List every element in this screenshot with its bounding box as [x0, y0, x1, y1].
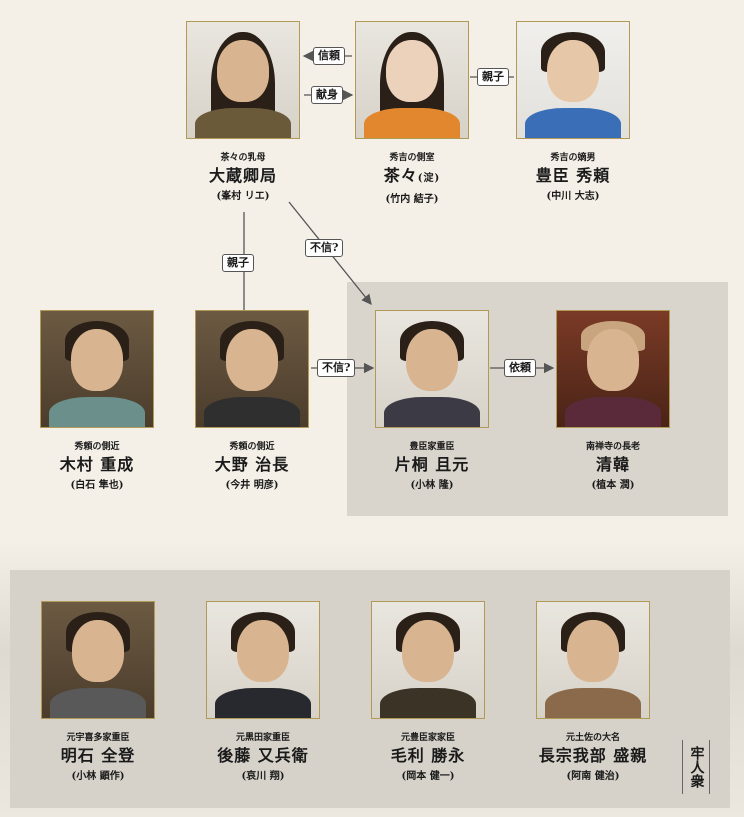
person-seikan: 南禅寺の長老 清韓 (植本 潤) — [556, 310, 670, 492]
face — [402, 620, 454, 682]
person-role: 元土佐の大名 — [565, 733, 620, 743]
relation-oyako-top-tag: 親子 — [477, 68, 509, 86]
robe — [195, 108, 291, 138]
actor-name: (峯村 リエ) — [216, 191, 270, 202]
actor-name: (竹内 結子) — [385, 194, 439, 205]
person-name: 毛利 勝永 — [390, 746, 466, 765]
face — [226, 329, 278, 391]
person-name: 木村 重成 — [59, 455, 135, 474]
actor-name: (阿南 健治) — [566, 771, 620, 782]
face — [71, 329, 123, 391]
photo-ono — [195, 310, 309, 428]
name-note: (淀) — [417, 173, 441, 184]
actor-name: (小林 隆) — [410, 480, 454, 491]
person-name: 明石 全登 — [60, 746, 136, 765]
face — [406, 329, 458, 391]
photo-mori — [371, 601, 485, 719]
relation-fushin-diag-tag: 不信? — [305, 239, 344, 257]
robe — [50, 688, 146, 718]
person-mori: 元豊臣家家臣 毛利 勝永 (岡本 健一) — [371, 601, 485, 783]
face — [237, 620, 289, 682]
robe — [525, 108, 621, 138]
photo-katagiri — [375, 310, 489, 428]
person-name: 後藤 又兵衛 — [217, 746, 309, 765]
relation-irai-tag: 依頼 — [504, 359, 536, 377]
person-name: 清韓 — [595, 455, 630, 474]
actor-name: (今井 明彦) — [225, 480, 279, 491]
face — [386, 40, 438, 102]
robe — [565, 397, 661, 427]
relation-oyako-left-tag: 親子 — [222, 254, 254, 272]
person-name: 豊臣 秀頼 — [535, 166, 611, 185]
person-role: 秀頼の側近 — [229, 442, 275, 452]
person-okura: 茶々の乳母 大蔵卿局 (峯村 リエ) — [186, 21, 300, 203]
person-role: 秀吉の嫡男 — [550, 153, 596, 163]
person-chacha: 秀吉の側室 茶々(淀) (竹内 結子) — [355, 21, 469, 206]
person-name: 大野 治長 — [214, 455, 290, 474]
robe — [215, 688, 311, 718]
relation-kenshin-tag: 献身 — [311, 86, 343, 104]
face — [567, 620, 619, 682]
robe — [364, 108, 460, 138]
face — [72, 620, 124, 682]
photo-hideyori — [516, 21, 630, 139]
robe — [49, 397, 145, 427]
person-role: 茶々の乳母 — [220, 153, 266, 163]
photo-seikan — [556, 310, 670, 428]
face — [217, 40, 269, 102]
relation-fushin-mid-tag: 不信? — [317, 359, 356, 377]
face — [587, 329, 639, 391]
robe — [204, 397, 300, 427]
person-goto: 元黒田家重臣 後藤 又兵衛 (哀川 翔) — [206, 601, 320, 783]
actor-name: (小林 顕作) — [71, 771, 125, 782]
photo-chosokabe — [536, 601, 650, 719]
person-name: 茶々(淀) — [355, 166, 469, 189]
photo-okura — [186, 21, 300, 139]
photo-goto — [206, 601, 320, 719]
person-role: 元宇喜多家重臣 — [66, 733, 130, 743]
person-akashi: 元宇喜多家重臣 明石 全登 (小林 顕作) — [41, 601, 155, 783]
person-role: 元黒田家重臣 — [235, 733, 290, 743]
relation-shinrai-tag: 信頼 — [313, 47, 345, 65]
person-hideyori: 秀吉の嫡男 豊臣 秀頼 (中川 大志) — [516, 21, 630, 203]
photo-kimura — [40, 310, 154, 428]
ronin-group-label: 牢人衆 — [682, 740, 710, 794]
person-role: 南禅寺の長老 — [585, 442, 640, 452]
name-main: 茶々 — [383, 166, 418, 185]
actor-name: (哀川 翔) — [241, 771, 285, 782]
person-name: 長宗我部 盛親 — [538, 746, 648, 765]
person-role: 秀吉の側室 — [389, 153, 435, 163]
robe — [380, 688, 476, 718]
person-role: 秀頼の側近 — [74, 442, 120, 452]
person-chosokabe: 元土佐の大名 長宗我部 盛親 (阿南 健治) — [536, 601, 650, 783]
person-kimura: 秀頼の側近 木村 重成 (白石 隼也) — [40, 310, 154, 492]
actor-name: (植本 潤) — [591, 480, 635, 491]
person-role: 豊臣家重臣 — [409, 442, 455, 452]
person-role: 元豊臣家家臣 — [400, 733, 455, 743]
person-ono: 秀頼の側近 大野 治長 (今井 明彦) — [195, 310, 309, 492]
photo-akashi — [41, 601, 155, 719]
person-name: 片桐 且元 — [394, 455, 470, 474]
person-name: 大蔵卿局 — [208, 166, 277, 185]
person-katagiri: 豊臣家重臣 片桐 且元 (小林 隆) — [375, 310, 489, 492]
photo-chacha — [355, 21, 469, 139]
robe — [545, 688, 641, 718]
actor-name: (岡本 健一) — [401, 771, 455, 782]
actor-name: (中川 大志) — [546, 191, 600, 202]
robe — [384, 397, 480, 427]
actor-name: (白石 隼也) — [70, 480, 124, 491]
face — [547, 40, 599, 102]
